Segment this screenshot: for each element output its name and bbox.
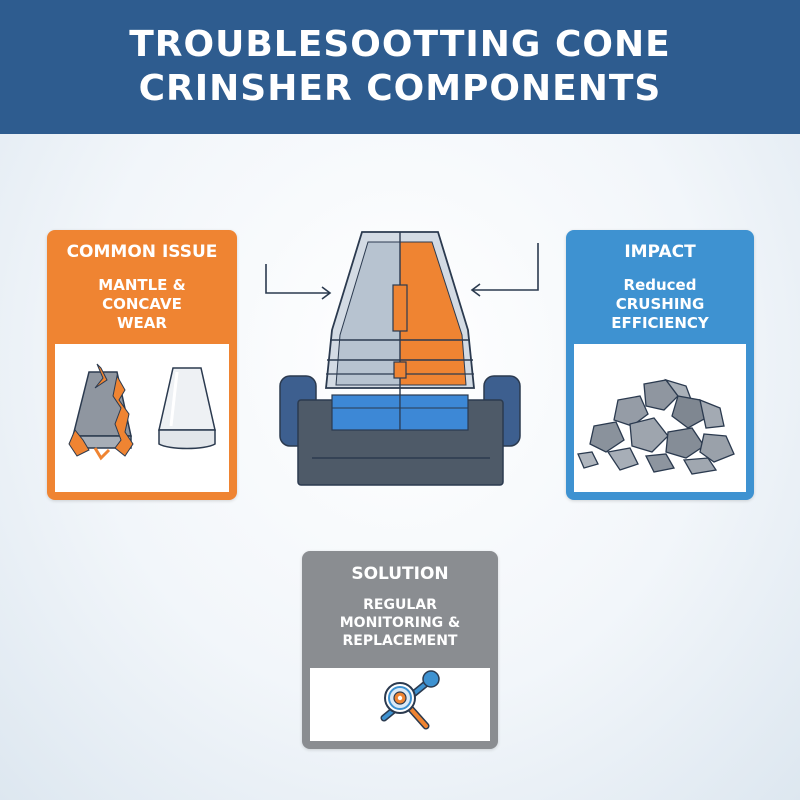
solution-title: SOLUTION [351, 564, 449, 584]
right-arrow-icon [470, 243, 539, 297]
common-issue-card: COMMON ISSUE MANTLE & CONCAVE WEAR [47, 230, 237, 500]
solution-card: SOLUTION REGULAR MONITORING & REPLACEMEN… [302, 551, 498, 749]
impact-title: IMPACT [624, 242, 696, 262]
common-issue-image [55, 344, 229, 492]
left-arrow-icon [265, 264, 332, 300]
solution-text: REGULAR MONITORING & REPLACEMENT [339, 597, 461, 649]
impact-image [574, 344, 746, 492]
impact-card: IMPACT Reduced CRUSHING EFFICIENCY [566, 230, 754, 500]
common-issue-text: MANTLE & CONCAVE WEAR [98, 276, 186, 332]
rock-pile-icon [577, 378, 735, 475]
page-title: TROUBLESOOTTING CONE CRINSHER COMPONENTS [129, 24, 671, 109]
magnifier-gear-wrench-icon [380, 670, 440, 730]
header-banner: TROUBLESOOTTING CONE CRINSHER COMPONENTS [0, 0, 800, 134]
common-issue-title: COMMON ISSUE [66, 242, 218, 262]
impact-text: Reduced CRUSHING EFFICIENCY [611, 276, 709, 332]
new-cone-icon [158, 367, 216, 450]
worn-cone-icon [68, 363, 134, 461]
solution-image [310, 668, 490, 741]
cone-crusher-illustration [265, 231, 539, 486]
